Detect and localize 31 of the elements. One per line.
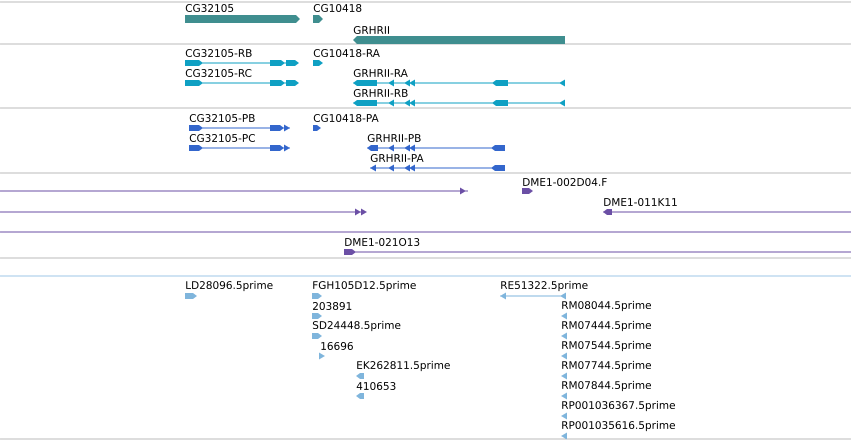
feature-label: LD28096.5prime — [186, 280, 273, 292]
feature-label: GRHRII-RA — [354, 69, 408, 77]
feature-label: RM08044.5prime — [562, 300, 651, 312]
feature-label: GRHRII — [354, 26, 389, 34]
feature-label: GRHRII-PA — [370, 154, 424, 162]
feature-label: CG32105 — [186, 4, 234, 12]
feature-label: GRHRII-RB — [354, 89, 408, 97]
feature-label: FGH105D12.5prime — [313, 280, 416, 292]
feature-label: RM07444.5prime — [562, 320, 651, 332]
feature-label: 203891 — [312, 302, 352, 310]
feature-label: 16696 — [321, 342, 353, 350]
feature-label: RP001036367.5prime — [562, 400, 675, 412]
feature-label: RM07544.5prime — [562, 340, 651, 352]
feature-label: CG10418-PA — [314, 114, 379, 122]
feature-label: DME1-021O13 — [345, 238, 420, 246]
feature-label: RM07844.5prime — [562, 380, 651, 392]
feature-label: RM07744.5prime — [562, 360, 651, 372]
feature-label: SD24448.5prime — [312, 320, 400, 332]
feature-label: 410653 — [356, 382, 396, 390]
feature-label: CG10418 — [314, 4, 362, 12]
feature-label: CG32105-RB — [186, 49, 252, 57]
feature-label: CG32105-RC — [186, 69, 252, 77]
feature-label: GRHRII-PB — [368, 134, 421, 142]
feature-label: RE51322.5prime — [501, 280, 588, 292]
feature-label: CG10418-RA — [314, 49, 380, 57]
feature-label: CG32105-PC — [190, 134, 255, 142]
feature-label: EK262811.5prime — [357, 360, 450, 372]
feature-label: CG32105-PB — [190, 114, 255, 122]
feature-label: DME1-002D04.F — [523, 178, 607, 186]
feature-label: RP001035616.5prime — [562, 420, 675, 432]
feature-label: DME1-011K11 — [604, 198, 677, 206]
